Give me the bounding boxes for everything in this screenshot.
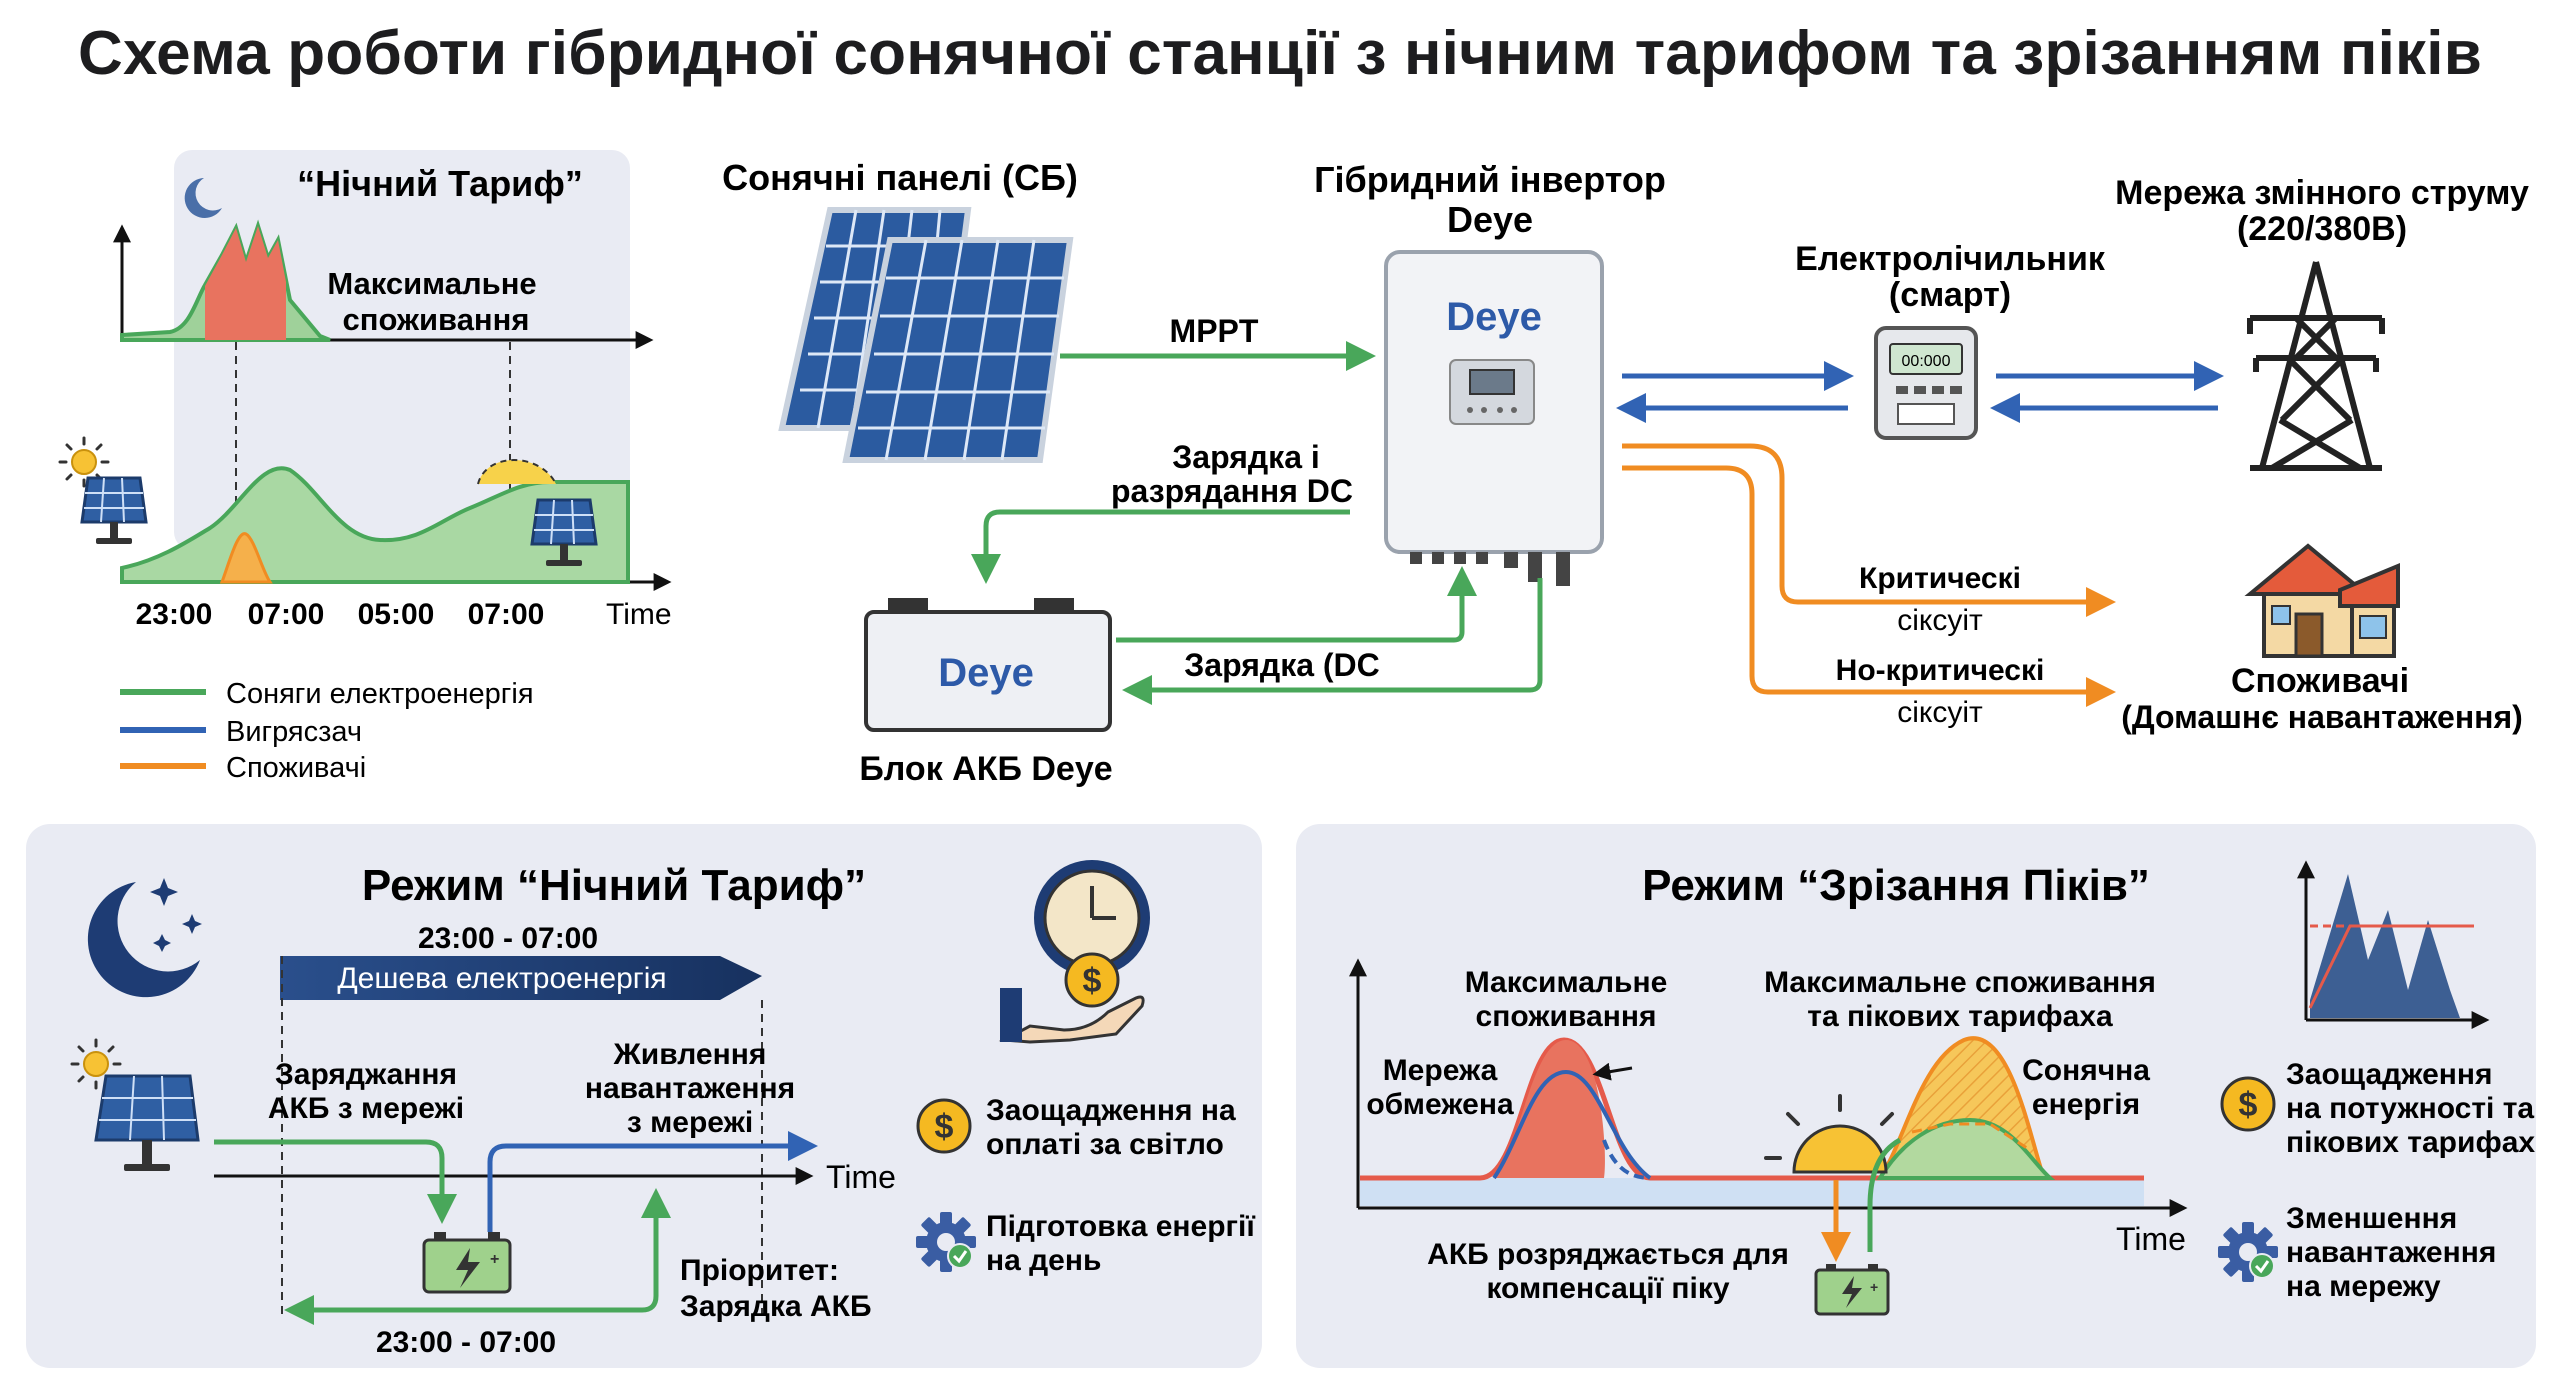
dollar-coin-icon <box>2220 1076 2276 1132</box>
night-axis-label: Time <box>826 1159 896 1195</box>
legend-label-consumers: Споживачі <box>226 752 366 784</box>
night-max-label-line2: споживання <box>343 302 530 337</box>
time-tick: 07:00 <box>248 598 325 631</box>
battery-label: Блок АКБ Deye <box>859 750 1112 788</box>
inverter-label-line1: Гібридний інвертор <box>1314 159 1666 200</box>
peak-benefit-1-line1: Заощадження <box>2286 1058 2493 1091</box>
critical-label-line1: Критическі <box>1859 562 2021 595</box>
gear-icon <box>914 1210 978 1274</box>
charging-label-line2: АКБ з мережі <box>268 1092 464 1125</box>
moon-icon <box>184 178 222 218</box>
dollar-coin-icon <box>916 1098 972 1154</box>
peak-benefit-2-line3: на мережу <box>2286 1270 2441 1303</box>
priority-label-line1: Пріоритет: <box>680 1254 839 1287</box>
peak-max-label-line2: споживання <box>1476 1000 1657 1033</box>
solar-panel-icon <box>80 476 148 546</box>
peak-mode-title: Режим “Зрізання Піків” <box>1642 861 2150 910</box>
battery-charging-icon: + <box>422 1232 512 1294</box>
peak-battery-label-line1: АКБ розряджається для <box>1427 1238 1789 1271</box>
cheap-energy-label: Дешева електроенергія <box>337 962 666 995</box>
inverter-label-line2: Deye <box>1447 199 1533 240</box>
charge-dc-label: Зарядка (DC <box>1184 647 1380 683</box>
peak-benefit-1-line2: на потужності та <box>2286 1092 2534 1125</box>
svg-text:+: + <box>490 1251 499 1268</box>
peak-battery-label-line2: компенсації піку <box>1486 1272 1729 1305</box>
smart-meter-icon: 00:000 <box>1874 326 1978 440</box>
night-max-label-line1: Максимальне <box>327 266 536 301</box>
power-tower-icon <box>2247 261 2385 471</box>
noncritical-label-line2: сіксуіт <box>1897 696 1983 729</box>
critical-label-line2: сіксуіт <box>1897 604 1983 637</box>
supply-label-line2: навантаження <box>585 1072 795 1105</box>
page-title: Схема роботи гібридної сонячної станції … <box>77 19 2483 88</box>
battery-brand: Deye <box>938 651 1034 695</box>
legend-label-grid: Вигрясзач <box>226 716 362 748</box>
grid-label-line2: (220/380В) <box>2237 210 2407 248</box>
inverter-brand: Deye <box>1446 295 1542 339</box>
peak-max-label-line1: Максимальне <box>1465 966 1668 999</box>
time-tick: 05:00 <box>358 598 435 631</box>
peak-axis-label: Time <box>2116 1221 2186 1257</box>
grid-label-line1: Мережа змінного струму <box>2115 174 2529 212</box>
system-diagram: Сонячні панелі (СБ) MPPT Гібр <box>722 157 2529 788</box>
gear-icon <box>2216 1220 2280 1284</box>
consumers-label-line2: (Домашнє навантаження) <box>2121 699 2523 735</box>
hybrid-inverter: Deye <box>1384 250 1604 586</box>
supply-label-line3: з мережі <box>627 1106 753 1139</box>
max-tariff-label-line1: Максимальне споживання <box>1764 966 2156 999</box>
mini-chart-time-ticks: 23:00 07:00 05:00 07:00 <box>136 598 545 631</box>
meter-label-line2: (смарт) <box>1889 276 2011 314</box>
battery-icon: Deye <box>864 598 1112 732</box>
peak-benefit-1-line3: пікових тарифах <box>2286 1126 2535 1159</box>
moon-stars-icon <box>87 882 200 998</box>
max-tariff-label-line2: та пікових тарифаха <box>1807 1000 2113 1033</box>
charging-label-line1: Заряджання <box>275 1058 457 1091</box>
dc-label-line1: Зарядка і <box>1172 439 1320 475</box>
legend: Соняги електроенергія Вигрясзач Споживач… <box>120 678 534 784</box>
sun-icon <box>1764 1094 1894 1174</box>
meter-label-line1: Електролічильник <box>1795 240 2106 278</box>
mini-chart-time-axis-label: Time <box>606 598 672 631</box>
supply-label-line1: Живлення <box>613 1038 767 1071</box>
night-benefit-2-line2: на день <box>986 1244 1101 1277</box>
night-bottom-range: 23:00 - 07:00 <box>376 1326 556 1359</box>
priority-label-line2: Зарядка АКБ <box>680 1290 872 1323</box>
peak-mode-content: Режим “Зрізання Піків” Time Максимальне … <box>1349 860 2535 1316</box>
night-box-title: “Нічний Тариф” <box>297 163 583 204</box>
consumers-label-line1: Споживачі <box>2231 662 2409 700</box>
night-benefit-2-line1: Підготовка енергії <box>986 1210 1255 1243</box>
dc-label-line2: разрядання DC <box>1111 473 1353 509</box>
noncritical-label-line1: Но-критическі <box>1836 654 2045 687</box>
night-time-range: 23:00 - 07:00 <box>418 922 598 955</box>
time-tick: 07:00 <box>468 598 545 631</box>
night-tariff-mini-chart: “Нічний Тариф” Максимальне споживання 23… <box>58 163 672 631</box>
night-mode-content: Режим “Нічний Тариф” 23:00 - 07:00 Дешев… <box>70 860 1255 1359</box>
night-benefit-1-line1: Заощадження на <box>986 1094 1236 1127</box>
legend-label-solar: Соняги електроенергія <box>226 678 534 710</box>
mppt-label: MPPT <box>1170 313 1259 349</box>
house-icon <box>2244 543 2400 658</box>
peak-chart-icon <box>2297 860 2490 1029</box>
meter-display: 00:000 <box>1902 353 1951 370</box>
grid-limited-label-line2: обмежена <box>1366 1088 1514 1121</box>
night-mode-title: Режим “Нічний Тариф” <box>362 861 866 910</box>
solar-panels-label: Сонячні панелі (СБ) <box>722 157 1078 198</box>
peak-benefit-2-line1: Зменшення <box>2286 1202 2457 1235</box>
time-tick: 23:00 <box>136 598 213 631</box>
cheap-energy-banner <box>280 956 762 1000</box>
svg-text:+: + <box>1870 1279 1878 1295</box>
battery-discharge-icon: + <box>1814 1264 1890 1316</box>
peak-solar-label-line1: Сонячна <box>2022 1054 2150 1087</box>
solar-panels-icon <box>778 207 1074 463</box>
peak-solar-label-line2: енергія <box>2032 1088 2140 1121</box>
night-benefit-1-line2: оплаті за світло <box>986 1128 1224 1161</box>
clock-savings-icon <box>998 860 1150 1044</box>
grid-limited-label-line1: Мережа <box>1383 1054 1498 1087</box>
solar-panel-icon <box>94 1074 200 1171</box>
peak-benefit-2-line2: навантаження <box>2286 1236 2496 1269</box>
peak-shaving-panel <box>1296 824 2536 1368</box>
